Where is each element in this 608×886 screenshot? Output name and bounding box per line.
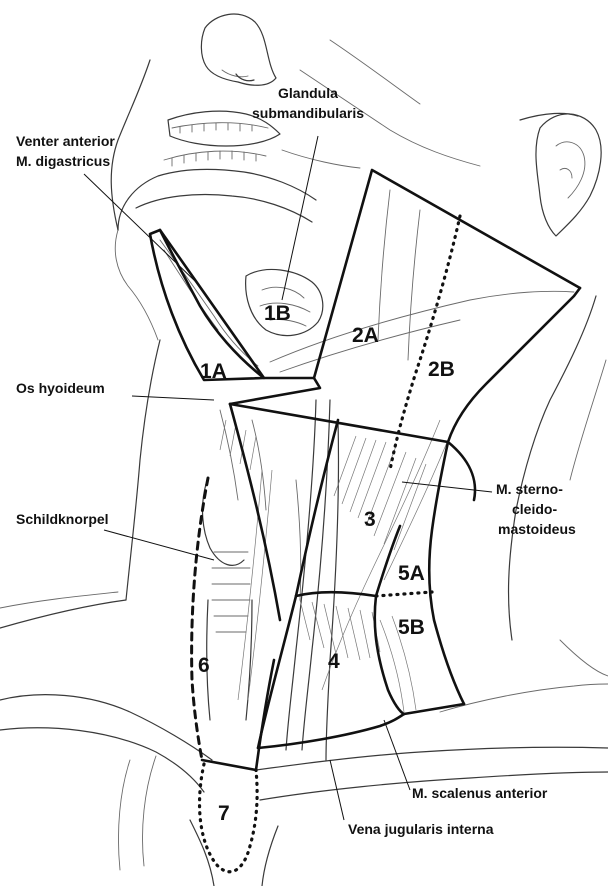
boundary-level-2-3 [230,404,448,442]
label-scalenus: M. scalenus anterior [412,785,548,801]
label-glandula-line1: Glandula [278,85,338,101]
level-2a-label: 2A [352,324,379,347]
jugular-vein [326,420,339,760]
leader-venter [84,174,196,282]
boundary-level-2-posterior [448,288,580,442]
level-1a-label: 1A [200,360,227,383]
label-scm-line3: mastoideus [498,521,576,537]
label-scm-line1: M. sterno- [496,481,563,497]
leader-scm [402,482,492,492]
neck-sketch [0,340,608,886]
boundary-level-1a [150,230,264,380]
jaw-outline [118,169,316,230]
level-2b-label: 2B [428,358,455,381]
leader-lines [84,136,492,820]
scm-hatching [322,420,452,690]
boundary-level-6-top [230,404,280,620]
nose-outline [201,14,276,85]
boundary-level-4-bottom [258,714,404,748]
label-schildknorpel: Schildknorpel [16,511,109,527]
level-6-label: 6 [198,654,210,677]
level-1b-label: 1B [264,302,291,325]
leader-os-hyoideum [132,396,214,400]
label-scm-line2: cleido- [512,501,557,517]
boundary-level-6-anterior [192,478,208,760]
boundary-level-5b-bottom [404,704,464,714]
boundary-posterior-scm [429,442,464,704]
label-venter-line2: M. digastricus [16,153,110,169]
boundary-level-4-anterior [258,420,338,748]
neck-front-outline [126,340,160,600]
boundary-level-3-4 [296,592,376,596]
label-venter-line1: Venter anterior [16,133,115,149]
label-os-hyoideum: Os hyoideum [16,380,105,396]
ear-outline [536,114,601,236]
internal-structures-sketch [160,190,574,760]
boundary-level-5-posterior [448,442,475,500]
anatomy-labels: Glandula submandibularis Venter anterior… [16,85,576,837]
level-5a-label: 5A [398,562,425,585]
level-4-label: 4 [328,650,340,673]
level-7-label: 7 [218,802,230,825]
boundary-level-4-5b [375,596,404,714]
boundary-level-5a-5b-dotted [376,592,432,596]
label-glandula-line2: submandibularis [252,105,364,121]
level-3-label: 3 [364,508,376,531]
boundary-level-2a-2b-dotted [390,216,460,470]
label-vena-jugularis: Vena jugularis interna [348,821,494,837]
boundary-hyoid-line [230,378,320,404]
boundary-level-6-7 [202,760,256,770]
level-5b-label: 5B [398,616,425,639]
